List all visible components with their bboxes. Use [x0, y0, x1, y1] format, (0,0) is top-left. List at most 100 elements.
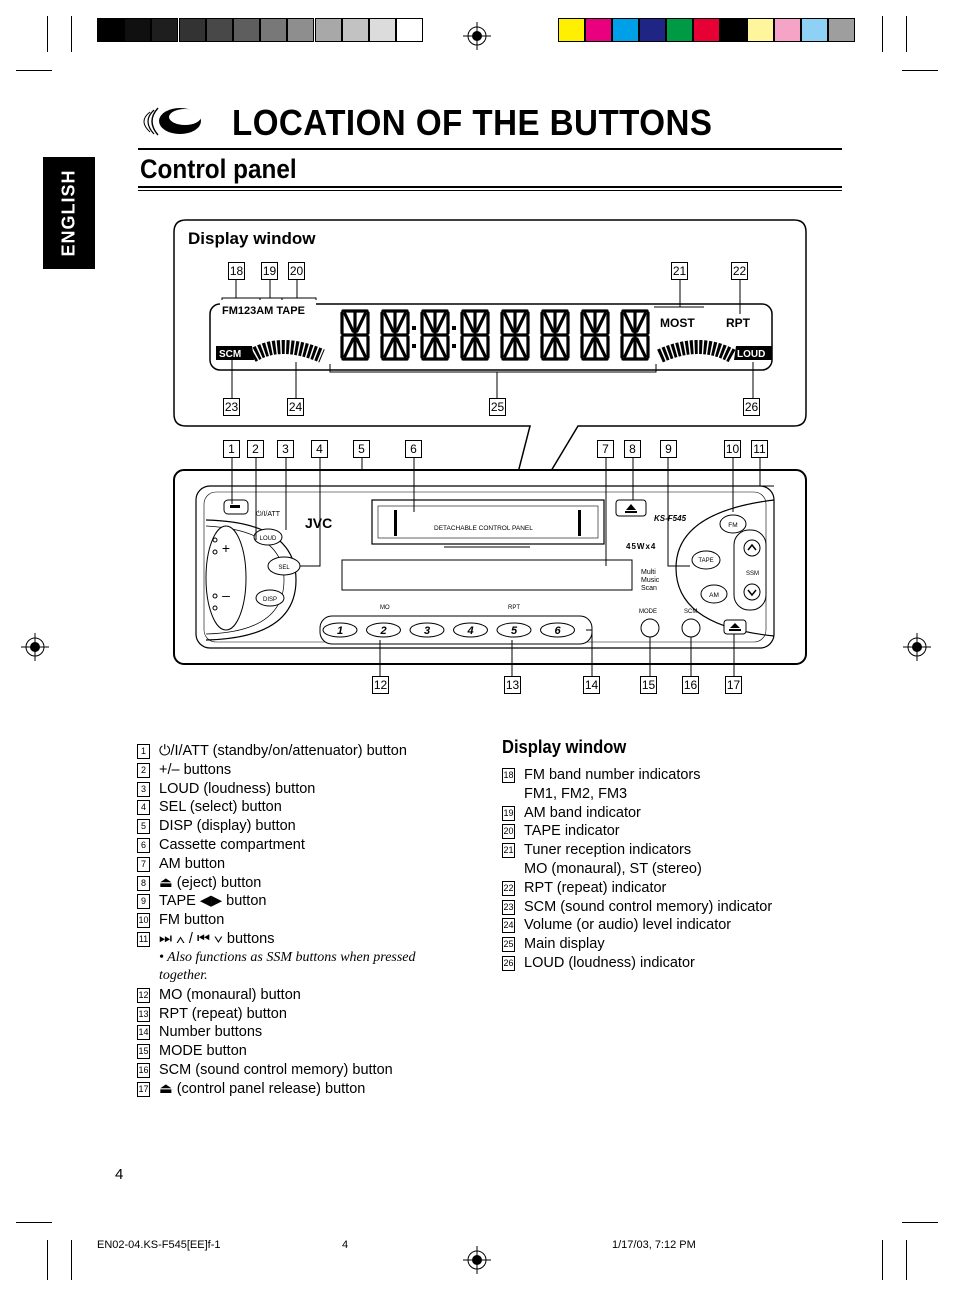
crop-mark: [47, 1240, 48, 1280]
up-button[interactable]: [743, 539, 761, 557]
svg-text:Music: Music: [641, 577, 660, 584]
svg-text:SCM: SCM: [684, 609, 697, 615]
crop-mark: [882, 16, 883, 52]
gray-swatch: [178, 18, 206, 42]
page-number: 4: [115, 1166, 124, 1183]
disp-button[interactable]: [255, 589, 285, 607]
svg-text:AM: AM: [709, 592, 719, 599]
callout-13: 13: [504, 676, 521, 694]
callout-9: 9: [660, 440, 677, 458]
list-item-continuation: FM1, FM2, FM3: [524, 785, 628, 802]
callout-14: 14: [583, 676, 600, 694]
display-character: [460, 309, 490, 361]
preset-label: 2: [379, 625, 386, 637]
list-item: 2+/– buttons: [137, 761, 477, 780]
callout-24: 24: [287, 398, 304, 416]
callout-3: 3: [277, 440, 294, 458]
band-indicator: FM123AM TAPE: [222, 305, 305, 317]
list-item: 11⏭ ∧ / ⏮ ∨ buttons: [137, 930, 275, 947]
list-item: 17⏏ (control panel release) button: [137, 1080, 366, 1097]
fm-button[interactable]: [719, 514, 747, 534]
model-label: KS-F545: [654, 514, 687, 523]
section-subtitle: Control panel: [140, 154, 297, 184]
gray-swatch: [287, 18, 315, 42]
preset-button-2[interactable]: [366, 622, 401, 638]
volume-level-indicator-right: [657, 340, 736, 363]
display-character: [620, 309, 650, 361]
display-character: [340, 309, 370, 361]
loud-indicator: LOUD: [737, 349, 765, 360]
callout-6: 6: [405, 440, 422, 458]
svg-text:SEL: SEL: [278, 565, 290, 571]
crop-mark: [71, 1240, 72, 1280]
display-character: [540, 309, 570, 361]
callout-15: 15: [640, 676, 657, 694]
preset-label: 6: [554, 625, 561, 637]
gray-swatch: [124, 18, 152, 42]
crop-mark: [16, 70, 52, 71]
gray-swatch: [151, 18, 179, 42]
down-button[interactable]: [743, 583, 761, 601]
power-label: 45Wx4: [626, 542, 656, 551]
callout-25: 25: [489, 398, 506, 416]
callout-7: 7: [597, 440, 614, 458]
callout-1: 1: [223, 440, 240, 458]
callout-21: 21: [671, 262, 688, 280]
am-button[interactable]: [700, 584, 728, 604]
subtitle-rule: [138, 190, 842, 191]
gray-swatch: [97, 18, 124, 42]
preset-button-1[interactable]: [322, 622, 358, 638]
scm-button[interactable]: [681, 618, 701, 638]
crop-mark: [882, 1240, 883, 1280]
color-swatch: [747, 18, 774, 42]
most-indicator: MOST: [660, 316, 695, 330]
preset-button-3[interactable]: [409, 622, 445, 638]
tape-button[interactable]: [691, 550, 721, 570]
rpt-indicator: RPT: [726, 316, 751, 330]
svg-text:Scan: Scan: [641, 585, 657, 592]
display-colon: [412, 344, 416, 348]
svg-text:Multi: Multi: [641, 569, 656, 576]
loud-button[interactable]: [253, 528, 283, 546]
callout-26: 26: [743, 398, 760, 416]
scm-indicator: SCM: [219, 349, 241, 360]
callout-17: 17: [725, 676, 742, 694]
preset-button-6[interactable]: [540, 622, 575, 638]
preset-button-4[interactable]: [453, 622, 488, 638]
color-swatch: [774, 18, 801, 42]
registration-mark-icon: [463, 1246, 491, 1274]
preset-label: 3: [424, 625, 430, 637]
color-swatch: [801, 18, 828, 42]
crop-mark: [906, 16, 907, 52]
list-item: 1⏻/I/ATT (standby/on/attenuator) button: [137, 742, 477, 761]
gray-swatch: [314, 18, 342, 42]
svg-text:–: –: [222, 587, 230, 603]
display-colon: [452, 326, 456, 330]
mode-button[interactable]: [640, 618, 660, 638]
att-label: ⏻/I/ATT: [256, 510, 281, 518]
display-colon: [452, 344, 456, 348]
gray-swatch: [369, 18, 396, 42]
callout-22: 22: [731, 262, 748, 280]
callout-20: 20: [288, 262, 305, 280]
crop-mark: [71, 16, 72, 52]
language-tab: ENGLISH: [43, 157, 95, 269]
preset-button-5[interactable]: [496, 622, 532, 638]
crop-mark: [906, 1240, 907, 1280]
gray-swatch: [396, 18, 424, 42]
svg-text:FM: FM: [728, 522, 737, 529]
crop-mark: [47, 16, 48, 52]
